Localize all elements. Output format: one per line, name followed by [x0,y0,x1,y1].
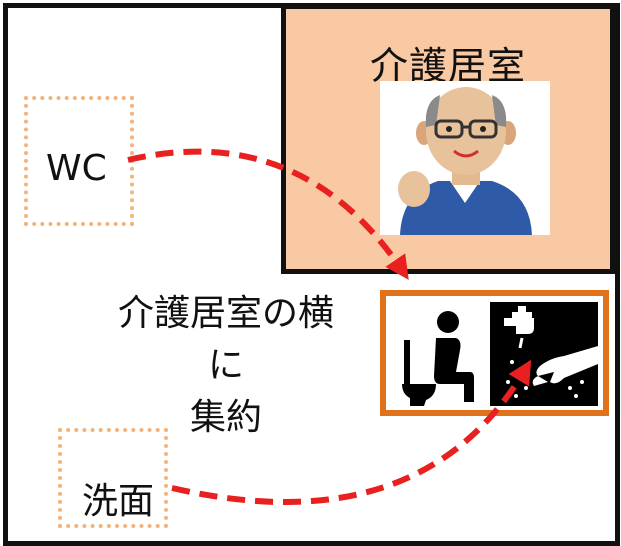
note-line-1: 介護居室の横 [117,293,334,334]
care-room: 介護居室 [281,4,615,274]
washroom-area-outline [58,428,168,528]
washroom-label: 洗面 [82,481,155,522]
consolidation-note: 介護居室の横 に 集約 [76,288,376,444]
elderly-man-icon [380,81,550,235]
washroom-to-fixture-arrow [171,359,532,505]
wc-label: WC [46,148,107,189]
toilet-pictogram-icon [398,310,480,406]
handwash-pictogram-icon [490,302,598,406]
note-line-2: に [207,345,244,386]
fixture-panel [380,290,609,416]
care-room-title: 介護居室 [369,44,526,88]
note-line-3: 集約 [189,397,262,438]
wc-to-fixture-arrow [127,148,409,280]
